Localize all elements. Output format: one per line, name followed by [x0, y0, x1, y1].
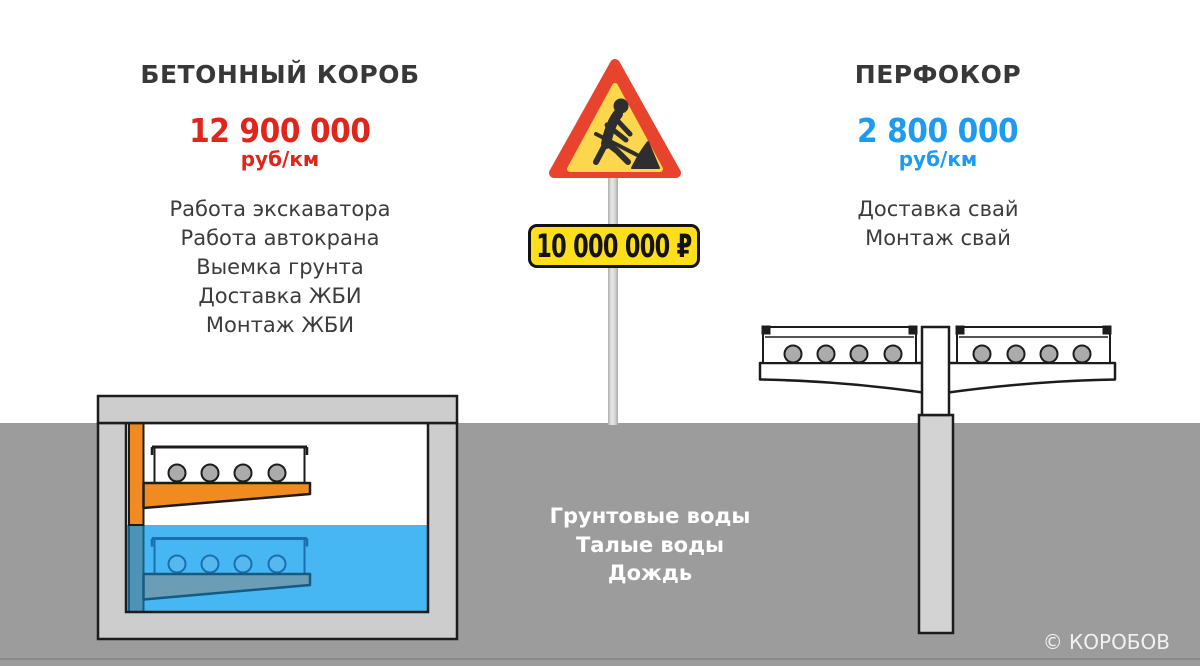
roadworks-warning-icon [549, 59, 681, 178]
cost-item: Работа автокрана [180, 226, 380, 250]
cable-tray-on-bracket [128, 422, 312, 526]
copyright-label: © КОРОБОВ [1042, 630, 1170, 654]
water-source-label: Дождь [607, 561, 693, 585]
perfokor-pile-diagram [758, 325, 1117, 635]
cable-tray-left [761, 325, 918, 364]
cost-item: Выемка грунта [196, 255, 364, 279]
concrete-box-price-unit: руб/км [240, 147, 320, 171]
submerged-cable-tray [128, 524, 312, 613]
price-plate-text: 10 000 000 ₽ [536, 227, 692, 265]
cost-item: Монтаж ЖБИ [205, 313, 355, 337]
cantilever-arm-left [758, 361, 932, 395]
buried-pile [917, 413, 955, 635]
cost-item: Доставка свай [857, 197, 1019, 221]
perfokor-price: 2 800 000 [857, 111, 1019, 150]
digging-worker-glyph [593, 98, 660, 169]
sign-pole [608, 172, 618, 425]
box-lid [96, 394, 459, 425]
concrete-box-panel: БЕТОННЫЙ КОРОБ 12 900 000 руб/км Работа … [80, 62, 480, 340]
perfokor-cost-list: Доставка свай Монтаж свай [738, 195, 1138, 253]
concrete-box-cost-list: Работа экскаватора Работа автокрана Выем… [80, 195, 480, 340]
water-sources-labels: Грунтовые воды Талые воды Дождь [450, 502, 850, 588]
concrete-box-diagram [96, 394, 459, 641]
concrete-box-title: БЕТОННЫЙ КОРОБ [140, 60, 420, 89]
concrete-box-price: 12 900 000 [189, 111, 371, 150]
cantilever-arm-right [939, 361, 1117, 395]
cable-tray-right [955, 325, 1112, 364]
post-above-ground [920, 325, 951, 417]
price-plate: 10 000 000 ₽ [528, 224, 700, 268]
perfokor-price-unit: руб/км [898, 147, 978, 171]
ground-bottom-edge [0, 658, 1200, 660]
perfokor-panel: ПЕРФОКОР 2 800 000 руб/км Доставка свай … [738, 62, 1138, 253]
cost-item: Монтаж свай [865, 226, 1011, 250]
cost-item: Работа экскаватора [169, 197, 391, 221]
water-source-label: Талые воды [575, 532, 725, 557]
cost-item: Доставка ЖБИ [198, 284, 362, 308]
water-source-label: Грунтовые воды [549, 504, 751, 528]
perfokor-title: ПЕРФОКОР [854, 60, 1022, 89]
